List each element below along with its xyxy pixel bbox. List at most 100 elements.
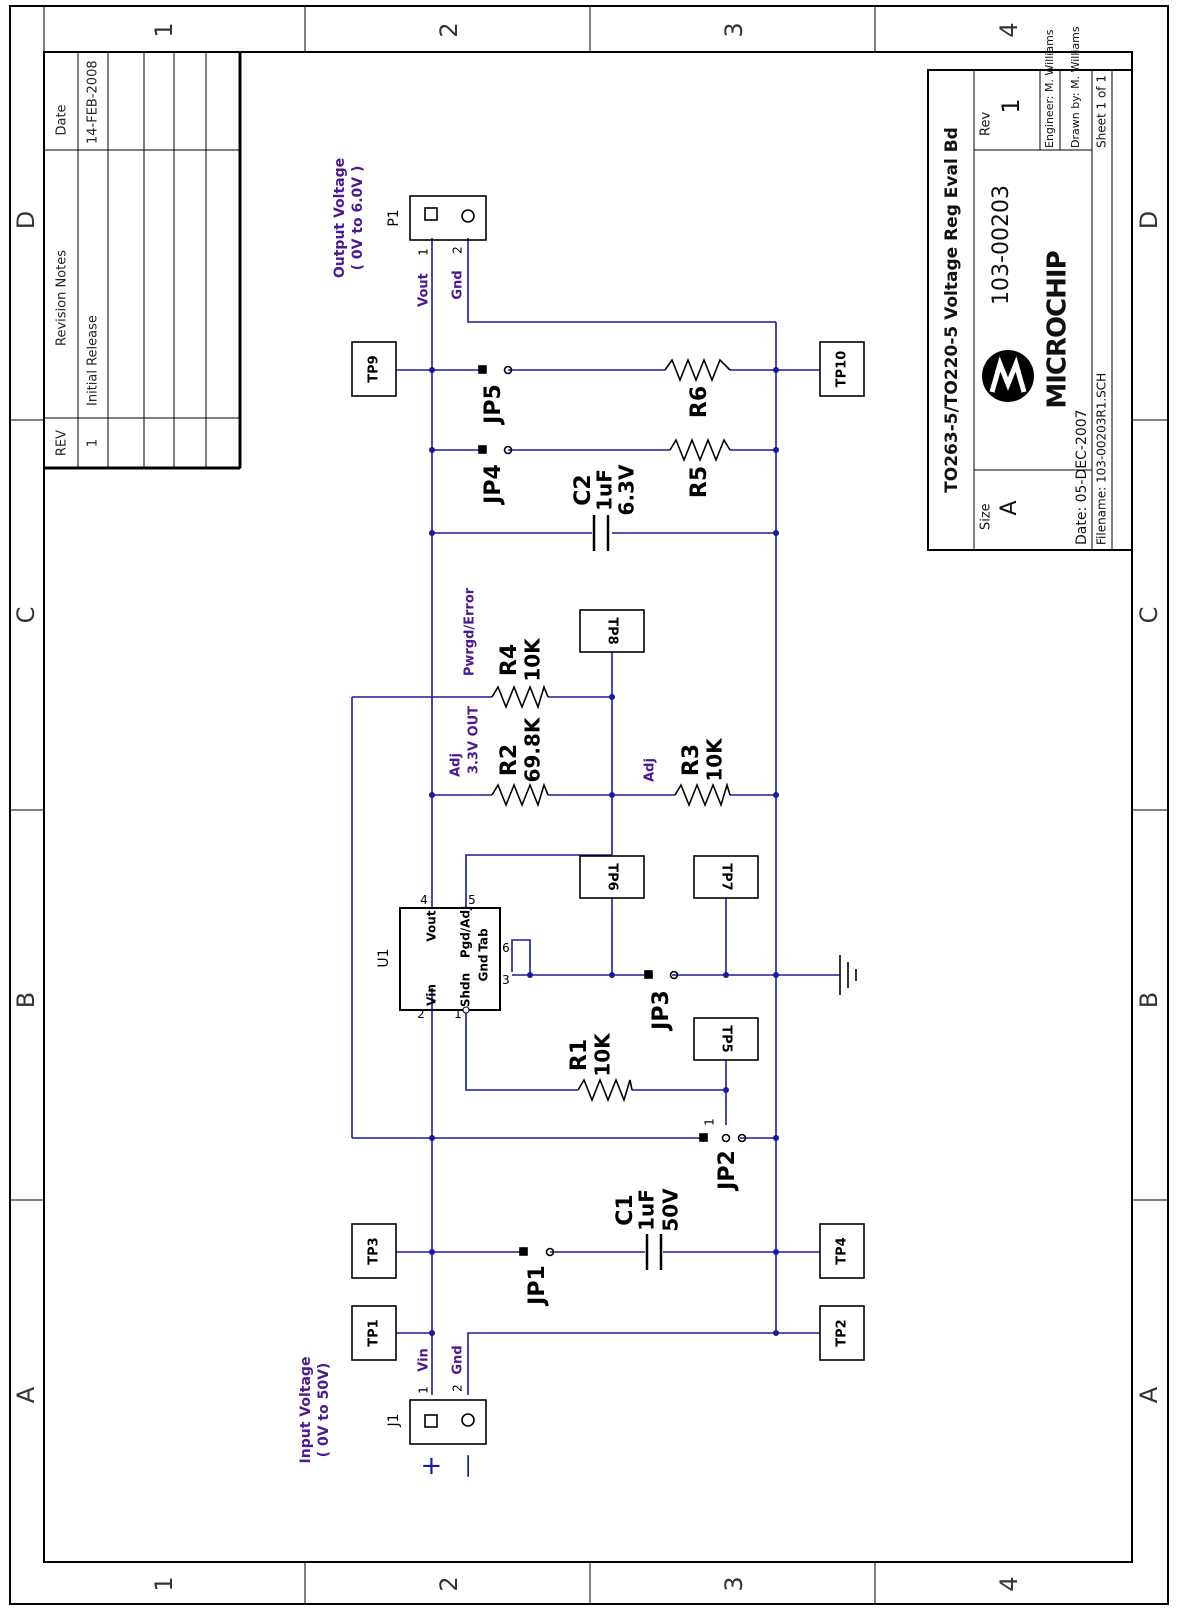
sheet-field: Sheet 1 of 1 <box>1095 75 1109 148</box>
test-points: TP9 TP10 TP8 TP6 TP7 TP5 TP3 TP4 <box>351 341 865 1361</box>
c2-ref: C2 <box>571 474 596 505</box>
j1-label: Input Voltage <box>298 1357 314 1464</box>
j1-pin2: 2 <box>451 1384 465 1392</box>
tp3-label: TP3 <box>367 1237 382 1264</box>
u1-pin-vout: Vout <box>425 910 439 941</box>
p1-label: Output Voltage <box>332 158 348 278</box>
tp7: TP7 <box>693 855 759 899</box>
microchip-logo: MICROCHIP <box>982 251 1073 409</box>
r3-ref: R3 <box>679 744 704 776</box>
u1-num-4: 4 <box>420 893 428 907</box>
net-adj-1: Adj <box>449 753 464 777</box>
r6-body <box>664 357 731 383</box>
c2-voltage: 6.3V <box>615 464 639 515</box>
tp4: TP4 <box>819 1223 865 1279</box>
u1-num-6: 6 <box>502 941 510 955</box>
logo-wordmark: MICROCHIP <box>1043 251 1073 408</box>
j1-range: ( 0V to 50V) <box>316 1363 332 1458</box>
u1-num-2: 2 <box>417 1007 425 1021</box>
tp5-label: TP5 <box>719 1025 734 1052</box>
title-text: TO263-5/TO220-5 Voltage Reg Eval Bd <box>942 127 962 493</box>
net-labels: Vout Gnd Vin Gnd Pwrgd/Error Adj 3.3V OU… <box>417 270 658 1374</box>
tp1-label: TP1 <box>367 1319 382 1346</box>
tp4-label: TP4 <box>835 1237 850 1264</box>
tp8: TP8 <box>579 609 645 653</box>
net-adj-2: Adj <box>643 758 658 782</box>
r1-body <box>577 1077 633 1103</box>
outer-border <box>9 5 1169 1605</box>
r2-value: 69.8K <box>521 716 545 782</box>
c2-value: 1uF <box>593 469 617 511</box>
net-vout: Vout <box>417 273 432 307</box>
zone-col-4-bottom: 4 <box>995 1576 1023 1591</box>
net-gnd-in: Gnd <box>451 1345 466 1374</box>
p1-range: ( 0V to 6.0V ) <box>350 166 366 271</box>
net-adj-out: 3.3V OUT <box>467 706 482 774</box>
r6-ref: R6 <box>687 386 712 418</box>
u1-pin-gnd: Gnd <box>477 955 491 982</box>
c1-value: 1uF <box>635 1189 659 1231</box>
zone-col-1-bottom: 1 <box>150 1576 178 1591</box>
resistor-labels: R6 R5 R4 10K R2 69.8K R3 10K R1 10K <box>497 386 727 1077</box>
drawn-by-field: Drawn by: M. Williams <box>1069 26 1082 148</box>
c1-voltage: 50V <box>659 1188 683 1232</box>
tp3: TP3 <box>351 1223 397 1279</box>
connector-j1: J1 1 2 Input Voltage ( 0V to 50V) + — <box>298 1357 487 1478</box>
tp7-label: TP7 <box>719 863 734 890</box>
jp2-label: JP2 <box>715 1150 740 1192</box>
wires <box>351 238 840 1395</box>
date-field: Date: 05-DEC-2007 <box>1074 409 1090 545</box>
doc-number: 103-00203 <box>989 185 1014 305</box>
u1-num-3: 3 <box>502 973 510 987</box>
rev-row1-date: 14-FEB-2008 <box>86 60 101 144</box>
c1-ref: C1 <box>613 1194 638 1225</box>
r2-ref: R2 <box>497 744 522 776</box>
rev-label: Rev <box>979 112 994 136</box>
p1-ref: P1 <box>386 209 402 226</box>
tp6-label: TP6 <box>605 863 620 890</box>
u1-regulator: U1 Vin Vout Shdn Pgd/Adj Gnd Tab 2 1 3 4… <box>376 893 510 1021</box>
zone-col-3-top: 3 <box>720 22 748 37</box>
rev-value: 1 <box>997 98 1025 113</box>
j1-ref: J1 <box>386 1413 402 1427</box>
r1-value: 10K <box>591 1032 615 1077</box>
net-vin: Vin <box>417 1348 432 1372</box>
ground-symbol <box>839 955 857 995</box>
u1-pin-shdn: Shdn <box>459 973 473 1007</box>
capacitor-c2 <box>592 515 610 551</box>
junctions <box>429 367 779 1336</box>
r3-body <box>674 782 731 808</box>
tp10-label: TP10 <box>835 351 850 388</box>
rev-header-rev: REV <box>55 430 70 456</box>
engineer-field: Engineer: M. Williams <box>1043 29 1056 148</box>
zone-row-b-right: B <box>1135 992 1163 1008</box>
zone-labels: 1 2 3 4 1 2 3 4 D C B A D C B A <box>12 22 1163 1591</box>
zone-row-c-right: C <box>1135 607 1163 624</box>
tp10: TP10 <box>819 341 865 397</box>
tp9-label: TP9 <box>367 355 382 382</box>
connector-p1: P1 1 2 Output Voltage ( 0V to 6.0V ) <box>332 158 487 278</box>
jp3-label: JP3 <box>649 990 674 1032</box>
r5-ref: R5 <box>687 466 712 498</box>
tp5: TP5 <box>693 1017 759 1061</box>
size-label: Size <box>979 503 994 530</box>
j1-minus: — <box>453 1454 481 1478</box>
rev-row1-notes: Initial Release <box>86 315 101 406</box>
r4-value: 10K <box>521 637 545 682</box>
j1-plus: + <box>417 1455 447 1477</box>
title-block: TO263-5/TO220-5 Voltage Reg Eval Bd Size… <box>927 26 1133 551</box>
p1-pin1: 1 <box>417 248 431 256</box>
rev-row1-rev: 1 <box>86 439 101 447</box>
zone-col-4-top: 4 <box>995 22 1023 37</box>
filename-field: Filename: 103-00203R1.SCH <box>1095 373 1109 545</box>
rev-header-date: Date <box>55 104 70 135</box>
zone-row-b-left: B <box>12 992 40 1008</box>
zone-grid <box>10 6 1168 1604</box>
zone-row-a-left: A <box>12 1386 40 1403</box>
resistors <box>491 357 731 1103</box>
tp2-label: TP2 <box>835 1319 850 1346</box>
jp5-label: JP5 <box>481 384 506 426</box>
zone-row-d-left: D <box>12 211 40 229</box>
r3-value: 10K <box>703 737 727 782</box>
